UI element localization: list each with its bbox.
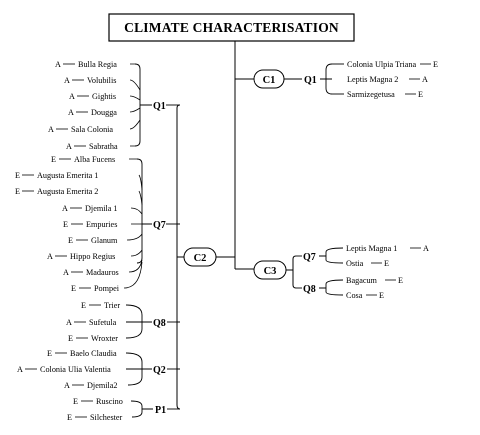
c2-spine [176, 104, 184, 410]
c2-q1-code: A [64, 76, 70, 85]
c2-q7-code: E [51, 155, 56, 164]
diagram-title: CLIMATE CHARACTERISATION [124, 20, 339, 35]
c3-q7-code: A [423, 244, 429, 253]
c2-group-p1: P1 E Ruscino E Silchester [67, 397, 180, 422]
c2-q2-site: Baelo Claudia [70, 349, 117, 358]
c2-q1-code: A [55, 60, 61, 69]
c3-q8-site: Bagacum [346, 276, 378, 285]
c2-q1-code: A [48, 125, 54, 134]
c1-site-name: Colonia Ulpia Triana [347, 60, 417, 69]
c2-p1-code: E [67, 413, 72, 422]
c3-q8-label: Q8 [303, 284, 316, 295]
c2-q8-site: Trier [104, 301, 120, 310]
c2-q7-site: Djemila 1 [85, 204, 118, 213]
c2-q7-code: E [15, 187, 20, 196]
c2-p1-site: Silchester [90, 413, 123, 422]
c3-q8-code: E [379, 291, 384, 300]
c2-q7-site: Alba Fucens [74, 155, 115, 164]
c3-q7-brace [319, 247, 344, 264]
c2-q7-code: A [47, 252, 53, 261]
c2-q8-brace [125, 304, 152, 339]
c2-q2-site: Djemila2 [87, 381, 117, 390]
c2-q1-site: Dougga [91, 108, 117, 117]
c1-site-name: Leptis Magna 2 [347, 75, 398, 84]
c2-q8-site: Wroxter [91, 334, 118, 343]
branch-c3: C3 Q7 Leptis Magna 1 A Ostia E Q8 Bagacu… [253, 244, 429, 300]
c3-q7-site: Ostia [346, 259, 364, 268]
c2-q2-code: A [17, 365, 23, 374]
c2-q1-site: Gightis [92, 92, 116, 101]
c2-p1-brace [130, 400, 153, 418]
c1-site-code: E [433, 60, 438, 69]
c1-site-code: E [418, 90, 423, 99]
c3-q7-code: E [384, 259, 389, 268]
c2-q2-code: A [64, 381, 70, 390]
c2-q7-site: Empuries [86, 220, 117, 229]
c2-group-q7: Q7 E Alba Fucens E Augusta Emerita 1 E A… [15, 155, 180, 293]
c2-q7-ticks [126, 158, 143, 257]
c1-q1-label: Q1 [304, 75, 317, 86]
c3-q8-brace [319, 279, 344, 296]
c2-q7-code: E [15, 171, 20, 180]
branch-c1: C1 Q1 Colonia Ulpia Triana E Leptis Magn… [253, 60, 438, 99]
c2-q7-label: Q7 [153, 220, 166, 231]
c2-q1-site: Sabratha [89, 142, 118, 151]
c2-q7-code: A [63, 268, 69, 277]
c2-p1-site: Ruscino [96, 397, 123, 406]
c2-q8-label: Q8 [153, 318, 166, 329]
c1-q1-brace [320, 63, 333, 95]
c2-q1-site: Sala Colonia [71, 125, 113, 134]
c1-site-name: Sarmizegetusa [347, 90, 395, 99]
c2-q7-site: Augusta Emerita 2 [37, 187, 98, 196]
c2-q7-code: E [63, 220, 68, 229]
title-box [108, 13, 355, 42]
c3-q7-site: Leptis Magna 1 [346, 244, 397, 253]
c2-q2-site: Colonia Ulia Valentia [40, 365, 111, 374]
c2-q8-code: A [66, 318, 72, 327]
c2-q8-site: Sufetula [89, 318, 117, 327]
c3-q7-label: Q7 [303, 252, 316, 263]
c2-q7-site: Madauros [86, 268, 119, 277]
c2-q2-brace [125, 352, 152, 386]
c2-group-q2: Q2 E Baelo Claudia A Colonia Ulia Valent… [17, 349, 180, 390]
c2-q7-site: Augusta Emerita 1 [37, 171, 98, 180]
c3-q8-code: E [398, 276, 403, 285]
c2-q2-code: E [47, 349, 52, 358]
c2-q1-code: A [69, 92, 75, 101]
c2-q8-code: E [81, 301, 86, 310]
c2-q7-lower-leaves [123, 259, 143, 289]
c2-q7-code: A [62, 204, 68, 213]
c2-q2-label: Q2 [153, 365, 166, 376]
c1-label: C1 [263, 75, 276, 86]
c2-p1-code: E [73, 397, 78, 406]
c2-q1-brace [134, 63, 152, 147]
c2-q7-code: E [68, 236, 73, 245]
c2-q7-brace [136, 158, 152, 264]
c2-q1-site: Volubilis [87, 76, 116, 85]
c3-q8-site: Cosa [346, 291, 363, 300]
c2-q7-site: Glanum [91, 236, 118, 245]
c2-q1-label: Q1 [153, 101, 166, 112]
c2-group-q1: Q1 A Bulla Regia A Volubilis A Gightis A… [48, 60, 180, 151]
c3-spine [286, 255, 297, 289]
c3-label: C3 [264, 266, 277, 277]
c2-q1-code: A [66, 142, 72, 151]
c2-p1-label: P1 [155, 405, 166, 416]
c2-q1-code: A [68, 108, 74, 117]
c2-q7-site: Hippo Regius [70, 252, 115, 261]
c2-q1-ticks [129, 63, 141, 147]
c2-group-q8: Q8 E Trier A Sufetula E Wroxter [66, 301, 180, 343]
c2-q7-code: E [71, 284, 76, 293]
c1-site-code: A [422, 75, 428, 84]
c2-q7-site: Pompei [94, 284, 120, 293]
c2-label: C2 [194, 253, 207, 264]
c2-q8-code: E [68, 334, 73, 343]
c2-q1-site: Bulla Regia [78, 60, 117, 69]
